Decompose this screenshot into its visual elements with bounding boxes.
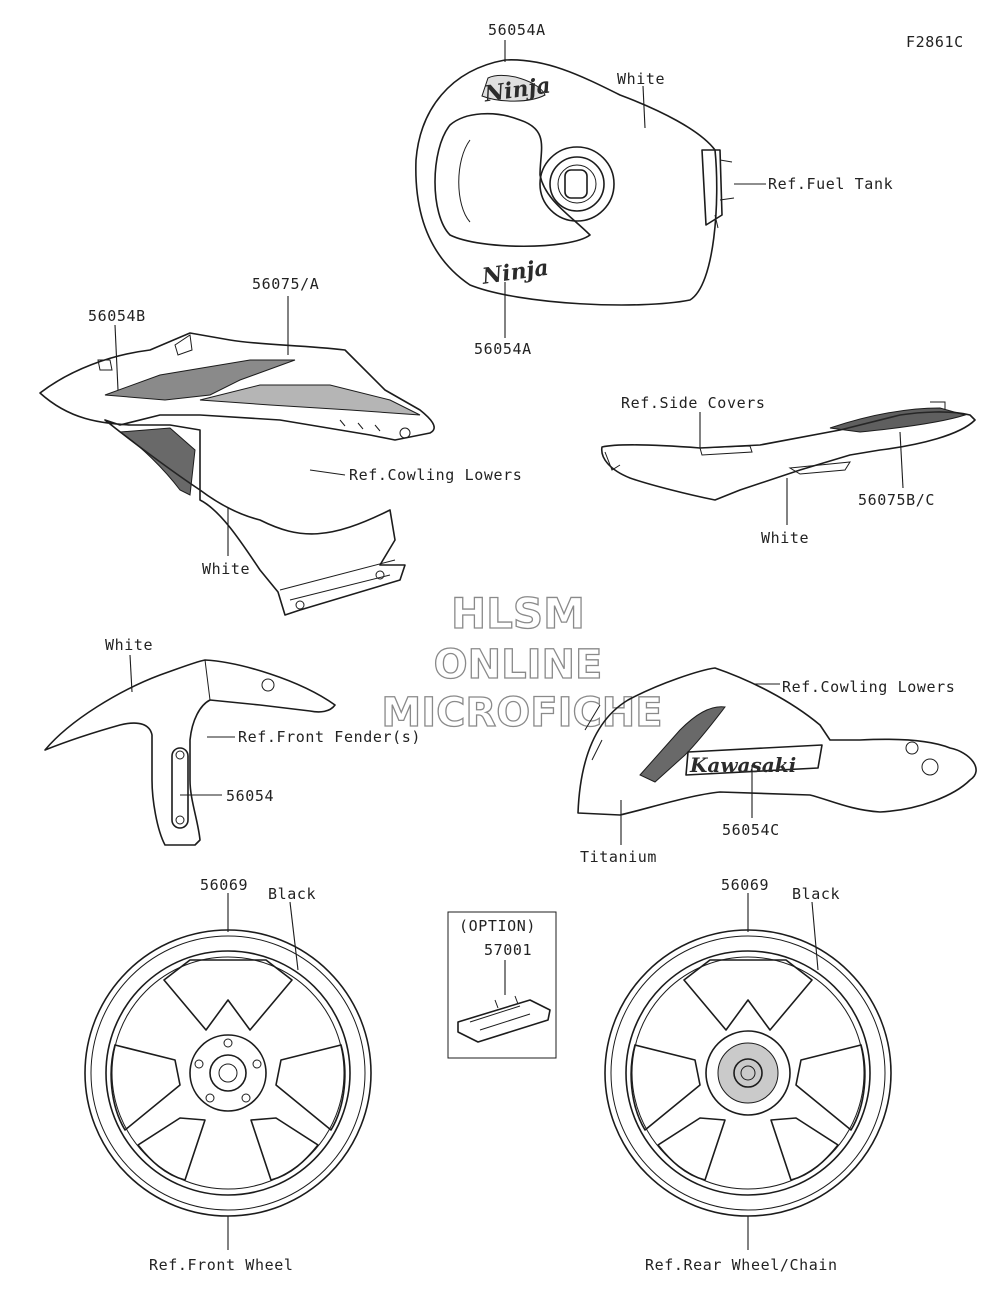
label-cowl-color: White <box>202 560 250 578</box>
leader-front-wheel-color <box>289 901 299 971</box>
label-side-cover-color: White <box>761 529 809 547</box>
option-item-drawing <box>457 999 551 1043</box>
label-side-cover-part: 56075B/C <box>858 491 935 509</box>
side-cover-drawing[interactable] <box>601 401 976 501</box>
leader-cowling-lowers-1 <box>309 469 346 476</box>
figure-code: F2861C <box>906 33 964 51</box>
label-tank-top-part: 56054A <box>488 21 546 39</box>
leader-side-cover-part <box>899 431 904 489</box>
label-tank-bottom-part: 56054A <box>474 340 532 358</box>
label-cowl-part-b: 56054B <box>88 307 146 325</box>
label-cowl-part-a: 56075/A <box>252 275 319 293</box>
ninja-logo-tank-top: Ninja <box>481 72 552 108</box>
label-ref-side-covers: Ref.Side Covers <box>621 394 765 412</box>
svg-text:Kawasaki: Kawasaki <box>689 753 796 777</box>
label-ref-rear-wheel: Ref.Rear Wheel/Chain <box>645 1256 838 1274</box>
svg-text:MICROFICHE: MICROFICHE <box>381 690 662 736</box>
label-tank-color: White <box>617 70 665 88</box>
label-lower-part: 56054C <box>722 821 780 839</box>
svg-text:HLSM: HLSM <box>451 589 585 638</box>
label-option-heading: (OPTION) <box>459 917 536 935</box>
label-ref-fuel-tank: Ref.Fuel Tank <box>768 175 893 193</box>
watermark: HLSM ONLINE MICROFICHE <box>381 588 664 736</box>
front-fender-drawing[interactable] <box>44 659 336 846</box>
rear-wheel-drawing[interactable] <box>604 929 892 1217</box>
svg-text:Ninja: Ninja <box>480 255 551 290</box>
label-front-wheel-part: 56069 <box>200 876 248 894</box>
leader-tank-color <box>642 85 646 129</box>
label-front-wheel-color: Black <box>268 885 316 903</box>
option-box[interactable]: (OPTION) 57001 <box>447 911 557 1059</box>
lower-cowl-drawing[interactable] <box>577 667 977 816</box>
leader-cowl-part-b <box>114 324 119 391</box>
leader-rear-wheel-color <box>811 901 819 971</box>
ninja-logo-tank-bottom: Ninja <box>480 255 551 290</box>
upper-cowl-drawing[interactable] <box>39 332 435 616</box>
svg-text:ONLINE: ONLINE <box>434 642 603 688</box>
front-wheel-drawing[interactable] <box>84 929 372 1217</box>
kawasaki-logo: Kawasaki <box>689 753 796 777</box>
label-ref-front-wheel: Ref.Front Wheel <box>149 1256 293 1274</box>
label-fender-color: White <box>105 636 153 654</box>
label-ref-cowling-lowers-1: Ref.Cowling Lowers <box>349 466 522 484</box>
label-ref-cowling-lowers-2: Ref.Cowling Lowers <box>782 678 955 696</box>
label-option-part: 57001 <box>484 941 532 959</box>
leader-fender-color <box>129 654 133 693</box>
label-rear-wheel-part: 56069 <box>721 876 769 894</box>
label-lower-color: Titanium <box>580 848 657 866</box>
fuel-tank-drawing[interactable] <box>415 59 735 306</box>
label-rear-wheel-color: Black <box>792 885 840 903</box>
label-fender-part: 56054 <box>226 787 274 805</box>
label-ref-front-fender: Ref.Front Fender(s) <box>238 728 421 746</box>
